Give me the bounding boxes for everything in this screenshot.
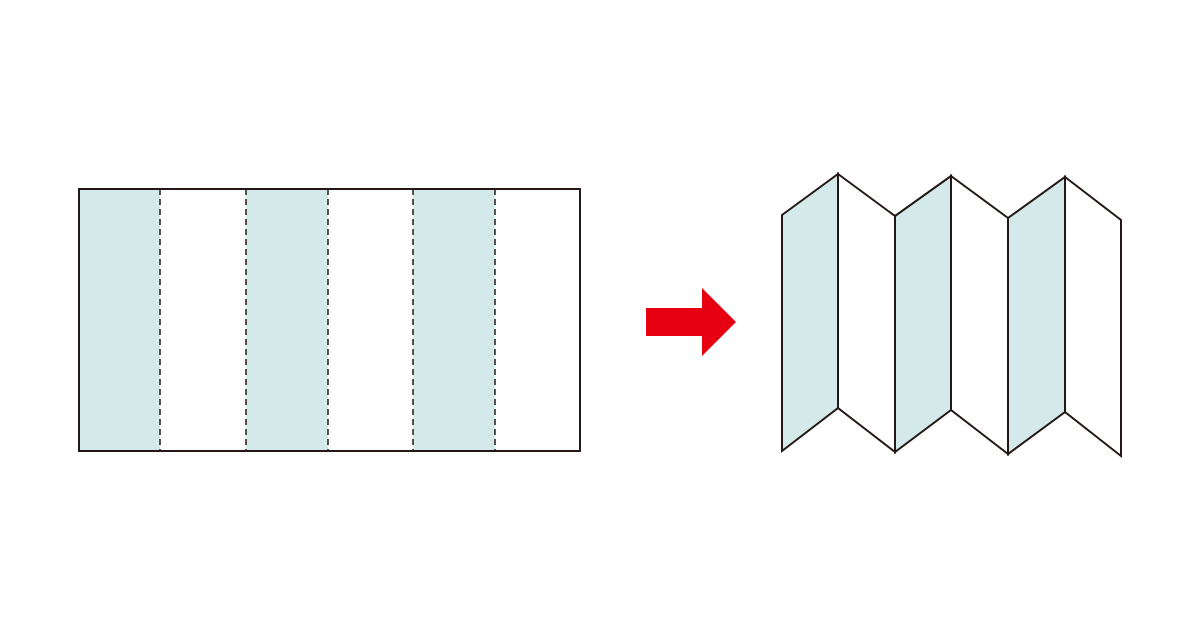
folded-panel-2 xyxy=(837,172,896,455)
folded-panel-1 xyxy=(781,172,839,454)
folded-panel-3 xyxy=(894,174,952,454)
unfolded-panel-3 xyxy=(246,189,328,451)
folded-panel-6 xyxy=(1064,174,1122,459)
folded-panel-5 xyxy=(1007,175,1066,456)
folded-sheet xyxy=(781,172,1122,459)
unfolded-sheet-border xyxy=(78,188,581,452)
folded-panel-4 xyxy=(950,174,1009,457)
unfolded-panel-2 xyxy=(160,189,246,451)
unfolded-panel-1 xyxy=(79,189,160,451)
unfolded-panel-5 xyxy=(413,189,495,451)
unfolded-sheet xyxy=(78,188,581,452)
unfolded-panel-4 xyxy=(328,189,413,451)
right-arrow-icon xyxy=(646,288,736,356)
unfolded-panel-6 xyxy=(495,189,580,451)
